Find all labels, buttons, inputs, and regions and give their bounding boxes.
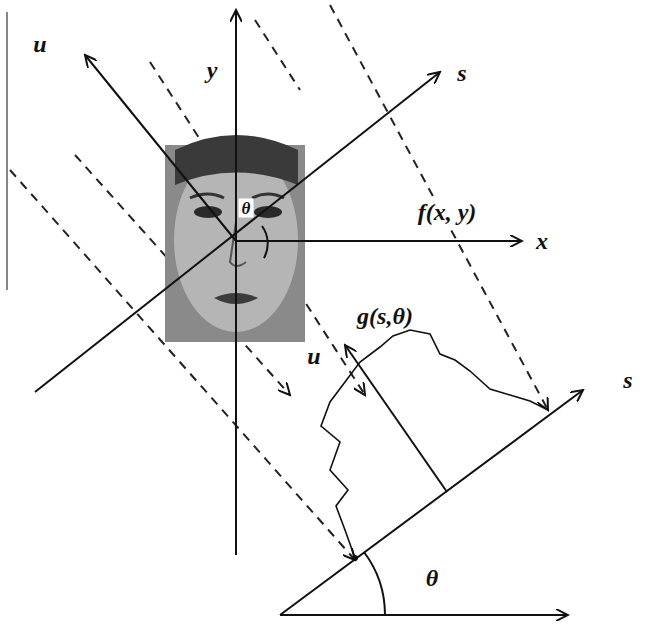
axis-label: u — [30, 31, 49, 57]
axis-label: f(x, y) — [415, 199, 480, 225]
axis-label: y — [204, 57, 221, 83]
axes — [35, 10, 522, 555]
border-line — [7, 12, 8, 290]
axis-label: x — [533, 228, 551, 254]
curve-end — [352, 555, 358, 561]
axis-label: s — [454, 60, 469, 86]
projection-axes — [280, 345, 583, 615]
axis-label: θ — [239, 199, 254, 218]
axis-label: θ — [423, 565, 441, 591]
projection-curve — [321, 330, 548, 558]
axis-label: u — [304, 343, 323, 369]
axis-label: s — [620, 367, 635, 393]
axis-label: g(s,θ) — [354, 303, 416, 329]
